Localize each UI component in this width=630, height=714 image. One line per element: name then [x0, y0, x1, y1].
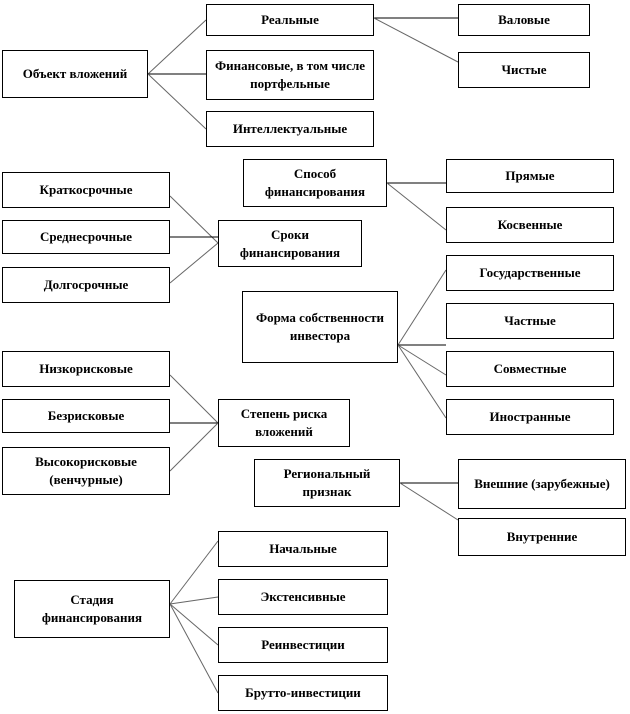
- node-initial: Начальные: [218, 531, 388, 567]
- node-mid-term: Среднесрочные: [2, 220, 170, 254]
- node-foreign: Иностранные: [446, 399, 614, 435]
- node-risk-free: Безрисковые: [2, 399, 170, 433]
- node-real: Реальные: [206, 4, 374, 36]
- node-intellectual: Интеллектуальные: [206, 111, 374, 147]
- node-state: Государственные: [446, 255, 614, 291]
- node-long-term: Долгосрочные: [2, 267, 170, 303]
- node-gross: Валовые: [458, 4, 590, 36]
- node-low-risk: Низкорисковые: [2, 351, 170, 387]
- node-risk-root: Степень риска вложений: [218, 399, 350, 447]
- node-external: Внешние (зарубежные): [458, 459, 626, 509]
- node-reinvestment: Реинвестиции: [218, 627, 388, 663]
- node-terms-root: Сроки финансирования: [218, 220, 362, 267]
- node-direct: Прямые: [446, 159, 614, 193]
- node-net: Чистые: [458, 52, 590, 88]
- node-object-root: Объект вложений: [2, 50, 148, 98]
- node-private: Частные: [446, 303, 614, 339]
- node-indirect: Косвенные: [446, 207, 614, 243]
- node-gross-investment: Брутто-инвестиции: [218, 675, 388, 711]
- node-method-root: Способ финансирования: [243, 159, 387, 207]
- node-internal: Внутренние: [458, 518, 626, 556]
- node-high-risk: Высокорисковые (венчурные): [2, 447, 170, 495]
- node-joint: Совместные: [446, 351, 614, 387]
- node-stage-root: Стадия финансирования: [14, 580, 170, 638]
- node-ownership-root: Форма собственности инвестора: [242, 291, 398, 363]
- node-extensive: Экстенсивные: [218, 579, 388, 615]
- node-short-term: Краткосрочные: [2, 172, 170, 208]
- node-financial: Финансовые, в том числе портфельные: [206, 50, 374, 100]
- node-region-root: Региональный признак: [254, 459, 400, 507]
